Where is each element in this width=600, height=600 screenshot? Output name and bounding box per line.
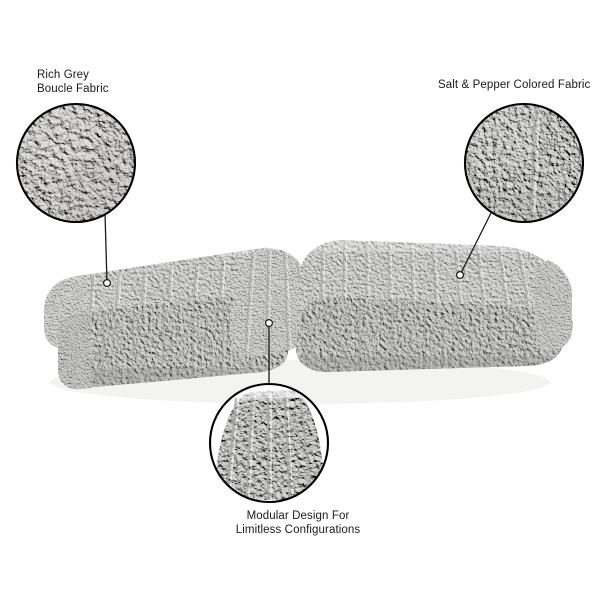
sofa-right-arm <box>534 260 572 350</box>
callout-label-salt-pepper: Salt & Pepper Colored Fabric <box>438 79 591 91</box>
callout-label-modular-design: Modular Design For Limitless Configurati… <box>235 510 361 536</box>
sofa-center-module <box>230 248 313 357</box>
callout-label-rich-grey-boucle: Rich Grey Boucle Fabric <box>37 69 109 95</box>
sofa-left-arm <box>44 277 92 390</box>
